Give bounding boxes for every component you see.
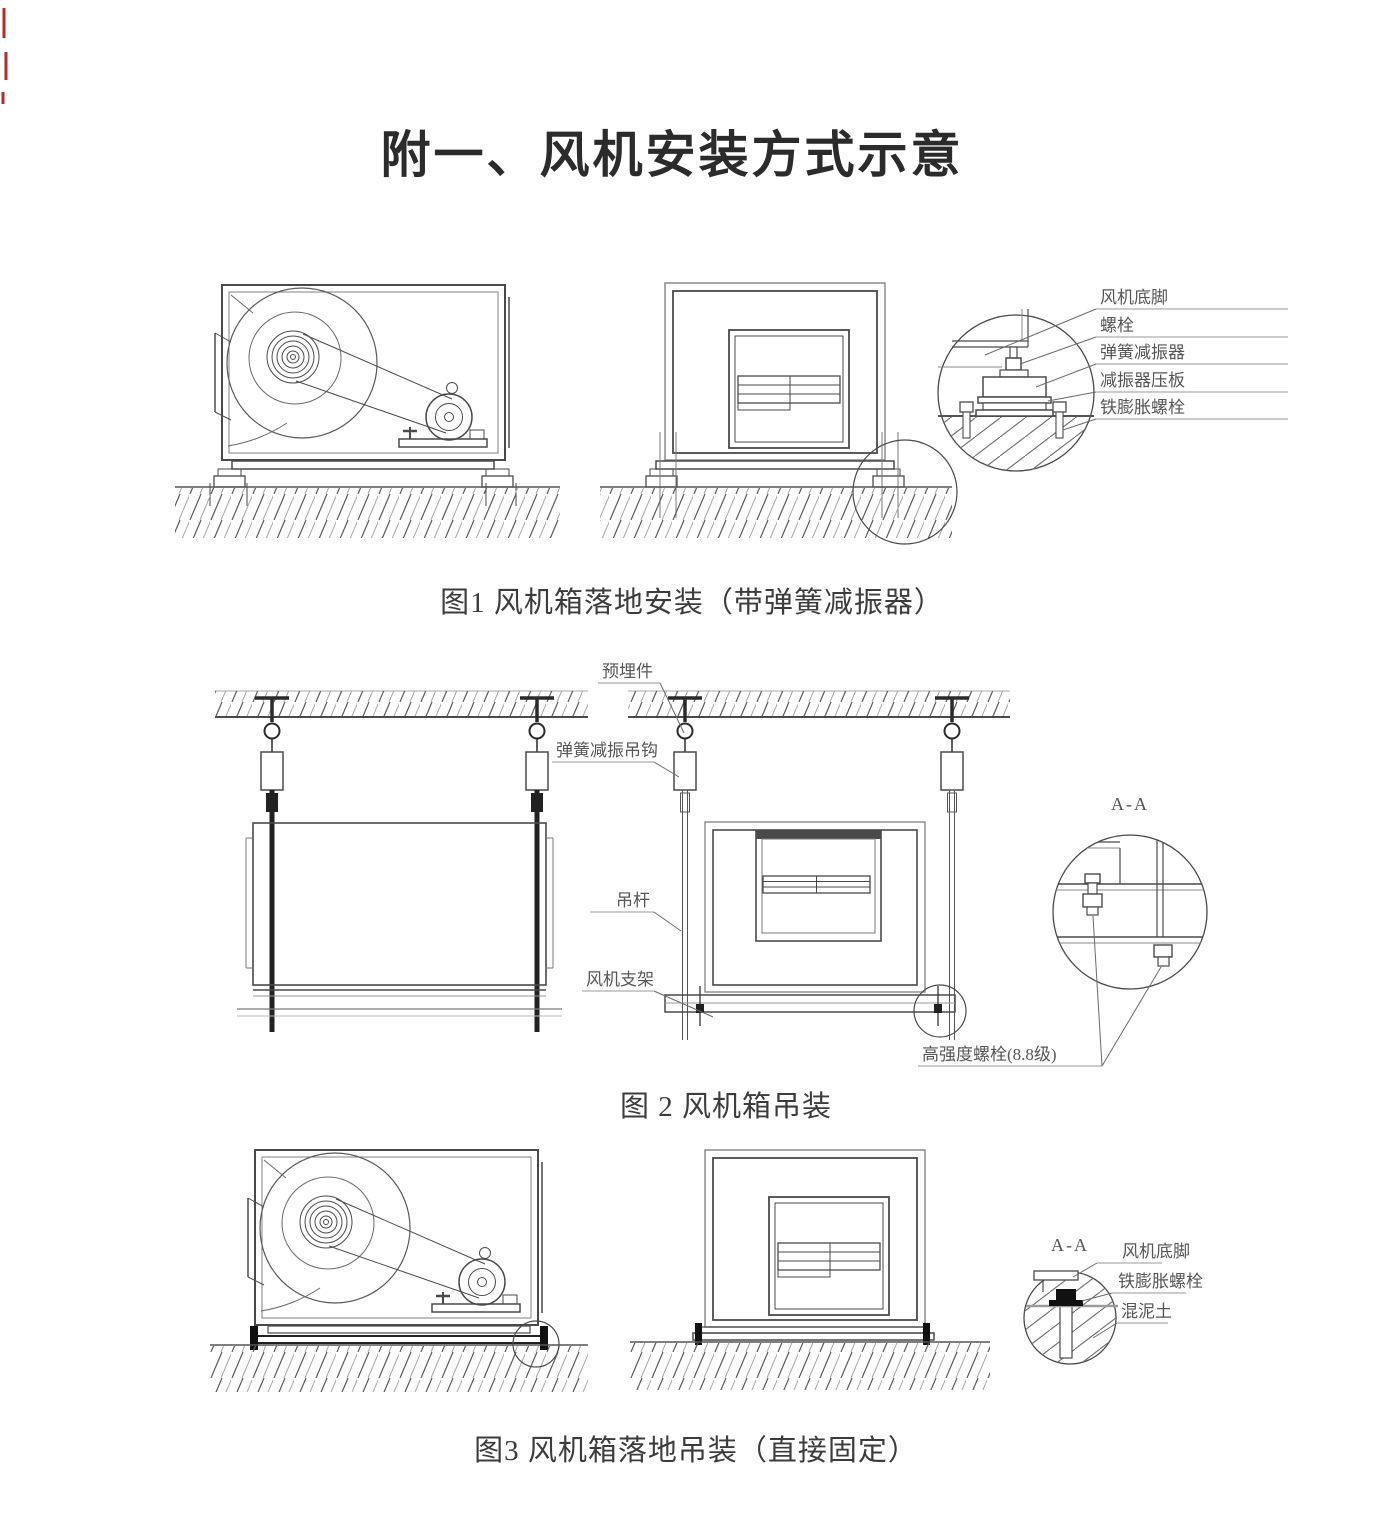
rod-connector [266,793,278,812]
leader-lines [984,308,1097,431]
label-spring-damper-hook: 弹簧减振吊钩 [556,741,658,760]
leader-line [659,682,685,734]
anchor-bolt [250,1326,258,1350]
label-high-strength-bolt: 高强度螺栓(8.8级) [922,1045,1057,1064]
fan-box [252,822,547,986]
label-hanger-rod: 吊杆 [616,891,650,910]
detail-circle [1052,834,1208,990]
damper-assembly [938,309,1067,439]
label-fan-foot: 风机底脚 [1122,1242,1190,1261]
bolt-shaft [1059,1305,1073,1359]
label-iron-expansion-bolt: 铁膨胀螺栓 [1100,398,1185,417]
leader-line [653,761,680,778]
page-title: 附一、风机安装方式示意 [381,127,964,183]
ground-hatching [175,488,560,538]
figure2-side-view [215,690,588,1032]
fan-box-front-drawing [664,282,886,461]
label-bolt: 螺栓 [1100,316,1134,335]
rod-connector [531,793,543,812]
figure3-side-view [210,1148,588,1392]
label-iron-expansion-bolt: 铁膨胀螺栓 [1118,1272,1203,1291]
fan-box-side-drawing [246,1148,544,1327]
label-fan-foot: 风机底脚 [1100,288,1168,307]
ground-hatching [600,488,952,538]
detail-marker-circle [913,984,967,1038]
figure2-labels: 预埋件 弹簧减振吊钩 吊杆 风机支架 高强度螺栓(8.8级) [552,662,1162,1067]
section-title: A-A [1051,1235,1089,1255]
detail-marker-circle [512,1320,560,1368]
leader-line [653,911,682,932]
figure1-caption: 图1 风机箱落地安装（带弹簧减振器） [440,586,944,619]
figure3-section-detail: A-A [1023,1235,1118,1365]
anchor-bolt [540,1326,548,1350]
label-underlines [1096,308,1288,420]
ceiling-hatching [215,691,588,717]
figure2-caption: 图 2 风机箱吊装 [620,1090,832,1123]
figure1-side-view [175,283,560,538]
leader-line [1081,1292,1113,1302]
label-spring-damper: 弹簧减振器 [1100,343,1185,362]
fan-box-inner [712,829,918,986]
inner-panel [755,830,882,942]
leader-line [1101,966,1162,1067]
leader-line [653,990,714,1018]
leader-line [1072,1262,1098,1278]
fan-foot-plate [1033,1270,1079,1281]
fan-box-front-drawing [704,1149,926,1328]
bolt-head [1056,1289,1076,1302]
figure2-front-view [628,690,1010,1040]
leader-line [1092,1322,1118,1339]
label-concrete: 混泥土 [1121,1302,1172,1321]
ground-hatching [210,1346,588,1392]
bolt-flange [1049,1300,1083,1306]
figure2-section-detail: A-A [1052,794,1208,990]
fan-box-outer [704,821,926,993]
label-embedded-part: 预埋件 [602,662,653,681]
figure1-detail: 风机底脚 螺栓 弹簧减振器 减振器压板 铁膨胀螺栓 [937,288,1288,472]
anchor-bolt [695,1323,702,1345]
beam-section [1053,835,1207,944]
leader-line [1092,915,1103,1067]
detail-marker-circle [852,439,958,545]
section-bolts [1082,873,1173,967]
bottom-rails [237,989,562,1017]
ground-hatching [630,1343,990,1390]
ceiling-hatching [628,691,1010,717]
fan-box-side-drawing [213,283,511,462]
section-title: A-A [1111,794,1149,814]
label-damper-plate: 减振器压板 [1100,371,1185,390]
scan-artifacts [1,8,8,104]
support-bracket [664,986,956,1026]
side-flanges [245,837,554,969]
figure1-front-view [600,282,958,545]
figure3-caption: 图3 风机箱落地吊装（直接固定） [474,1434,918,1467]
label-fan-bracket: 风机支架 [586,970,654,989]
figure3-front-view [630,1149,990,1390]
concrete-hatching [938,417,1094,471]
figure3-labels: 风机底脚 铁膨胀螺栓 混泥土 [1072,1242,1203,1339]
anchor-bolt [923,1323,930,1345]
